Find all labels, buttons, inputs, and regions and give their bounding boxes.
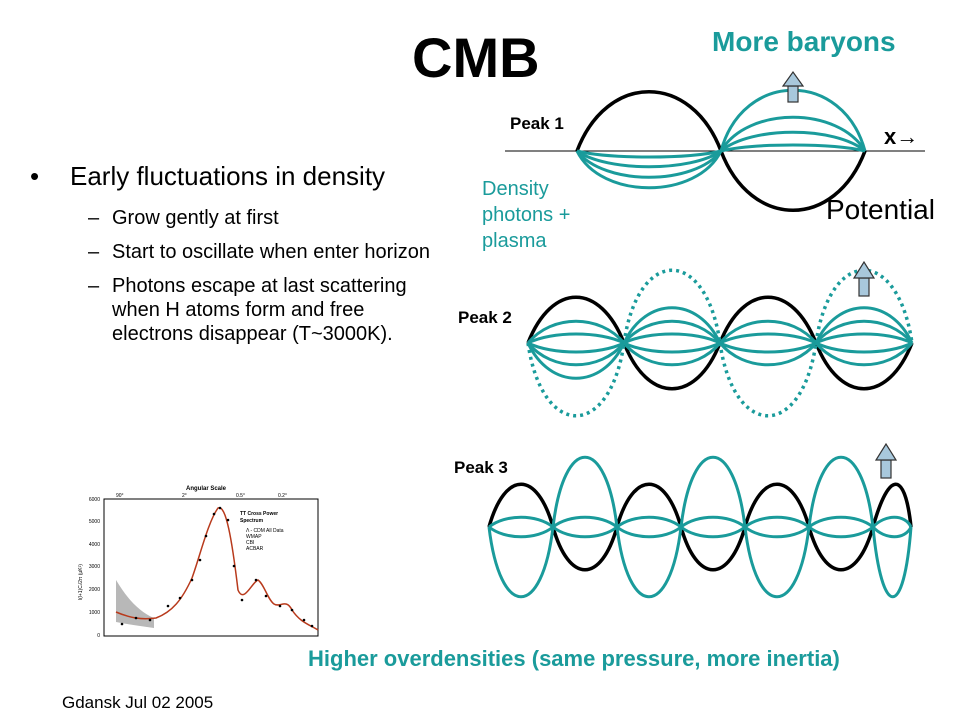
svg-text:0.5°: 0.5° <box>236 493 245 499</box>
peak1-potential-trough <box>719 150 867 212</box>
peak3-potential <box>487 482 913 572</box>
svg-text:ACBAR: ACBAR <box>246 546 264 552</box>
peak-3-label: Peak 3 <box>454 458 508 477</box>
svg-text:Λ - CDM All Data: Λ - CDM All Data <box>246 528 284 534</box>
caption-higher-overdensities: Higher overdensities (same pressure, mor… <box>308 646 840 671</box>
peak-2-label: Peak 2 <box>458 308 512 327</box>
footer-date: Gdansk Jul 02 2005 <box>62 693 214 712</box>
svg-text:0.2°: 0.2° <box>278 493 287 499</box>
svg-text:Spectrum: Spectrum <box>240 518 264 524</box>
plot-data-points <box>120 506 314 628</box>
svg-text:2°: 2° <box>182 493 187 499</box>
plot-top-ticks: 90° 2° 0.5° 0.2° <box>116 493 287 499</box>
svg-text:WMAP: WMAP <box>246 534 262 540</box>
svg-text:2000: 2000 <box>89 587 100 593</box>
svg-text:CBI: CBI <box>246 540 254 546</box>
peak1-density-curves <box>575 88 867 190</box>
plot-model-curve <box>115 507 319 631</box>
x-axis-label: x→ <box>884 124 919 149</box>
potential-label: Potential <box>826 194 935 225</box>
svg-text:6000: 6000 <box>89 497 100 503</box>
svg-text:0: 0 <box>97 633 100 639</box>
svg-text:3000: 3000 <box>89 564 100 570</box>
bullet-list: •Early fluctuations in density –Grow gen… <box>30 160 430 346</box>
peak2-density-curves <box>526 306 914 380</box>
plot-top-axis-title: Angular Scale <box>186 486 227 492</box>
peak2-up-arrow <box>852 260 876 297</box>
svg-text:90°: 90° <box>116 493 124 499</box>
sub-bullet-3: –Photons escape at last scattering when … <box>88 275 407 345</box>
density-line-1: Density <box>482 178 549 200</box>
plot-legend: TT Cross Power Spectrum Λ - CDM All Data… <box>240 511 284 552</box>
bullet-main: •Early fluctuations in density <box>30 161 386 191</box>
peak3-up-arrow <box>874 442 898 479</box>
peak2-dotted-curves <box>526 268 914 418</box>
svg-text:4000: 4000 <box>89 542 100 548</box>
bullet-main-text: Early fluctuations in density <box>70 161 386 191</box>
sub-bullet-2: –Start to oscillate when enter horizon <box>88 241 430 263</box>
peak1-potential-hump <box>575 90 723 152</box>
density-line-3: plasma <box>482 230 547 252</box>
slide-title: CMB <box>412 26 540 89</box>
peak1-up-arrow <box>781 70 805 103</box>
plot-variance-band <box>116 580 154 628</box>
peak-1-label: Peak 1 <box>510 114 564 133</box>
peak2-potential <box>526 295 914 391</box>
sub-bullet-1: –Grow gently at first <box>88 207 279 229</box>
svg-text:1000: 1000 <box>89 610 100 616</box>
power-spectrum-plot: Angular Scale 90° 2° 0.5° 0.2° 6000 5000… <box>78 486 319 639</box>
more-baryons-label: More baryons <box>712 26 896 57</box>
density-line-2: photons + <box>482 204 571 226</box>
peak3-density-curves <box>487 455 913 599</box>
plot-frame <box>103 498 319 637</box>
svg-text:5000: 5000 <box>89 519 100 525</box>
density-label: Density photons + plasma <box>482 176 570 254</box>
plot-y-ticks: 6000 5000 4000 3000 2000 1000 0 <box>89 497 100 639</box>
plot-y-label: l(l+1)Cₗ/2π (μK²) <box>78 564 84 600</box>
svg-text:TT Cross Power: TT Cross Power <box>240 511 278 517</box>
